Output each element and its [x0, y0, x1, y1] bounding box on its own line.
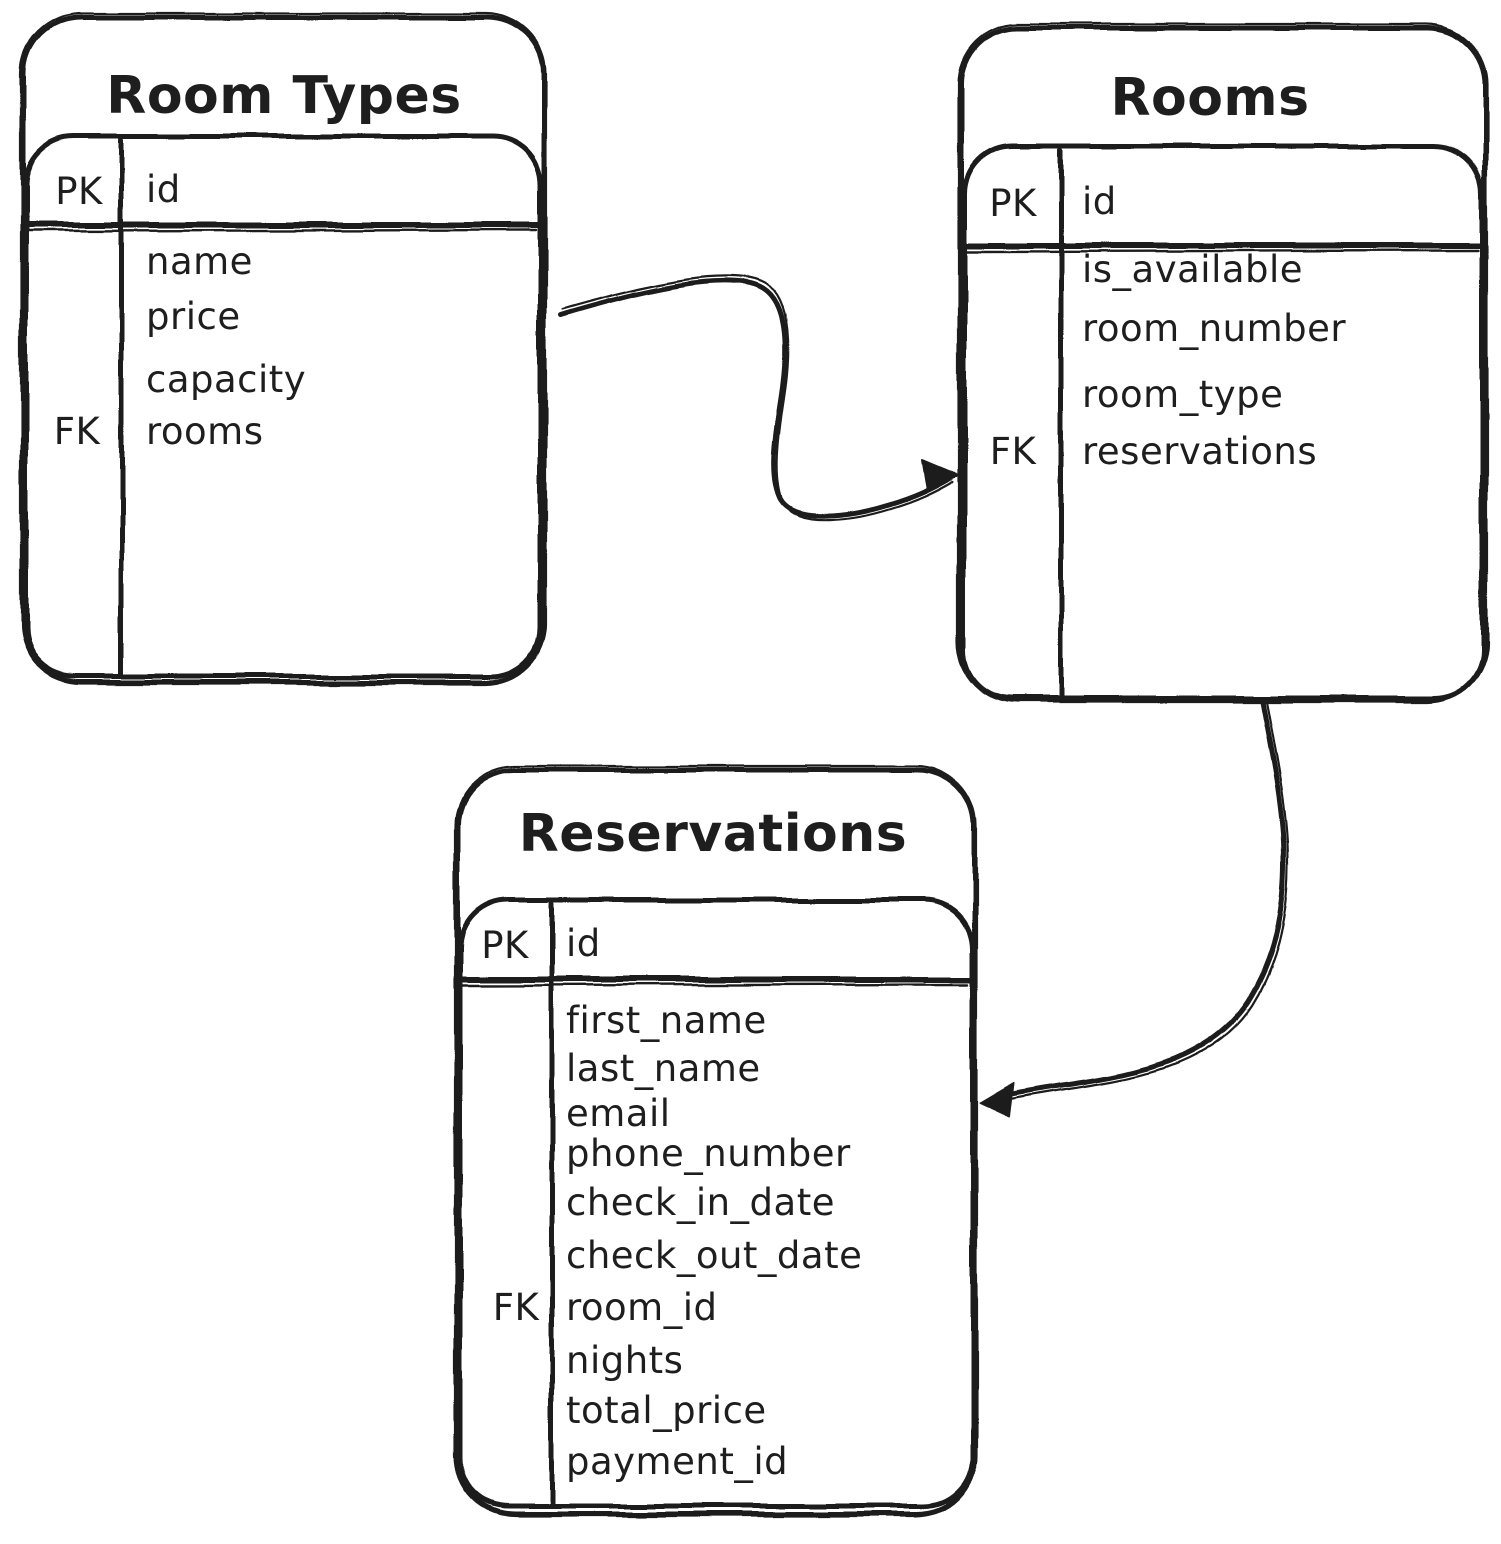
field-label: total_price	[566, 1389, 767, 1432]
pk-field: id	[1082, 180, 1117, 223]
arrowhead	[921, 459, 959, 492]
field-label: first_name	[566, 999, 767, 1042]
field-label: reservations	[1082, 430, 1317, 473]
table-title: Room Types	[106, 66, 461, 126]
field-label: email	[566, 1092, 671, 1135]
pk-field: id	[566, 922, 601, 965]
arrow-curve	[995, 696, 1287, 1100]
fields-outline	[961, 143, 1485, 701]
table-title: Rooms	[1110, 68, 1309, 128]
field-label: payment_id	[566, 1440, 788, 1483]
arrow-curve-echo	[561, 274, 954, 522]
field-label: name	[146, 240, 253, 283]
diagram-labels: Room Types PK id name price capacity FK …	[54, 66, 1346, 1483]
pk-badge: PK	[481, 924, 530, 967]
field-label: price	[146, 295, 241, 338]
field-label: last_name	[566, 1047, 761, 1090]
table-frame-rooms	[956, 22, 1489, 704]
field-label: room_id	[566, 1286, 717, 1329]
field-label: check_out_date	[566, 1234, 862, 1277]
entity-outline-echo	[453, 764, 978, 1518]
fields-outline	[23, 133, 543, 679]
field-label: is_available	[1082, 248, 1303, 291]
arrow-curve	[558, 277, 953, 519]
table-frame-reservations	[453, 764, 978, 1518]
field-label: capacity	[146, 358, 306, 401]
field-label: phone_number	[566, 1132, 851, 1175]
entity-outline	[958, 25, 1488, 703]
relationship-arrow-roomtypes-rooms	[558, 274, 959, 522]
field-label: room_type	[1082, 373, 1283, 416]
field-label: check_in_date	[566, 1181, 835, 1224]
field-label: rooms	[146, 410, 264, 453]
pk-row-divider-echo	[25, 228, 538, 233]
relationship-arrow-rooms-reservations	[979, 696, 1290, 1118]
table-frame-room-types	[19, 12, 548, 686]
fk-badge: FK	[493, 1286, 541, 1329]
arrow-curve-echo	[1000, 697, 1290, 1103]
pk-field: id	[146, 168, 181, 211]
field-label: room_number	[1082, 307, 1346, 350]
pk-badge: PK	[989, 182, 1038, 225]
entity-outline-echo	[19, 12, 548, 686]
fk-badge: FK	[990, 430, 1038, 473]
fk-badge: FK	[54, 410, 102, 453]
entity-outline-echo	[956, 22, 1489, 704]
field-label: nights	[566, 1339, 683, 1382]
pk-row-divider-echo	[962, 249, 1480, 254]
fields-outline	[457, 897, 975, 1509]
table-title: Reservations	[519, 804, 908, 864]
arrowhead	[979, 1082, 1015, 1118]
pk-badge: PK	[55, 170, 104, 213]
pk-row-divider-echo	[459, 982, 969, 987]
